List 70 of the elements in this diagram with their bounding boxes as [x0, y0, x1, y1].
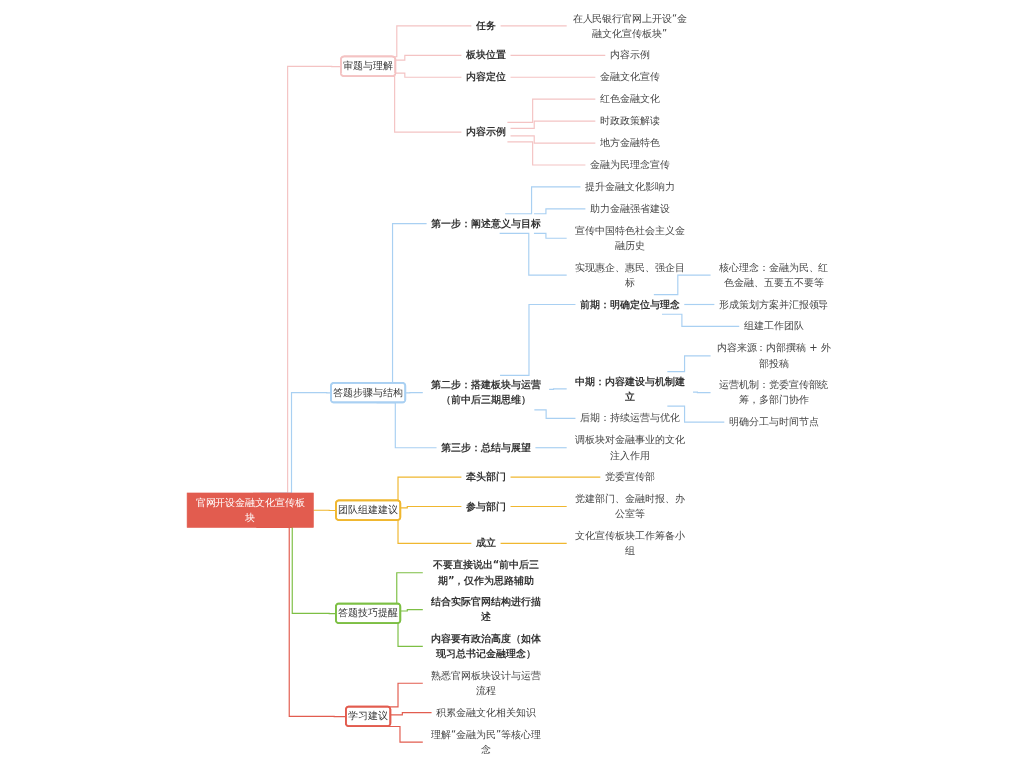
connector [653, 274, 712, 296]
node-text: 运营机制：党委宣传部统筹，多部门协作 [719, 378, 829, 406]
node-text: 中期：内容建设与机制建立 [575, 375, 685, 402]
connector [509, 54, 606, 56]
connector [509, 76, 596, 78]
node-text: 板块位置 [466, 49, 506, 61]
connector [548, 388, 568, 390]
node-text: 内容示例 [609, 49, 650, 61]
connector [666, 405, 725, 423]
connector [395, 54, 462, 61]
node-text: 第一步：阐述意义与目标 [431, 217, 541, 229]
node-text: 核心理念：金融为民、红色金融、五要五不要等 [719, 261, 829, 288]
connector [661, 313, 740, 327]
node-text: 积累金融文化相关知识 [436, 706, 536, 719]
connector [500, 25, 568, 27]
node-text: 金融为民理念宣传 [590, 158, 670, 171]
connector [400, 505, 462, 509]
node-text: 红色金融文化 [600, 92, 660, 105]
node-text: 宣传中国特色社会主义金融历史 [575, 224, 685, 252]
connector [533, 409, 577, 419]
node-text: 前期：明确定位与理念 [580, 298, 680, 310]
connector [390, 712, 433, 716]
connector [533, 232, 568, 239]
node-text: 牵头部门 [466, 470, 506, 483]
node-text: 内容要有政治高度（如体现习总书记金融理念） [431, 632, 541, 660]
node-text: 成立 [476, 537, 496, 549]
node-text: 组建工作团队 [743, 320, 804, 332]
node-text: 金融文化宣传 [600, 70, 660, 83]
node-text: 提升金融文化影响力 [585, 180, 675, 193]
node-text: 第三步：总结与展望 [441, 441, 531, 454]
node-text: 实现惠企、惠民、强企目标 [575, 261, 685, 288]
connector [395, 72, 462, 78]
connector [509, 505, 568, 508]
node-text: 在人民银行官网上开设“金融文化宣传板块” [572, 12, 688, 39]
connector [500, 542, 568, 544]
node-text: 内容定位 [466, 70, 506, 83]
node-text: 地方金融特色 [600, 136, 660, 149]
node-box: 官网开设金融文化宣传板块 [186, 492, 314, 528]
connector [666, 355, 712, 373]
node-text: 熟悉官网板块设计与运营流程 [431, 669, 541, 697]
node-text: 党委宣传部 [605, 470, 655, 483]
connector [506, 141, 586, 166]
node-text: 助力金融强省建设 [590, 202, 670, 215]
connector [509, 120, 596, 129]
node-text: 第二步：搭建板块与运营（前中后三期思维） [431, 378, 541, 406]
connector [692, 391, 712, 394]
node-text: 形成策划方案并汇报领导 [719, 298, 829, 310]
node-text: 调板块对金融事业的文化注入作用 [575, 433, 685, 461]
node-text: 不要直接说出“前中后三期”，仅作为思路辅助 [432, 558, 539, 586]
connector [400, 609, 424, 612]
connector [534, 447, 568, 449]
connector [499, 303, 577, 376]
connector [683, 303, 715, 306]
connector [509, 135, 596, 144]
node-text: 内容来源：内部撰稿 + 外部投稿 [716, 342, 831, 369]
node-text: 明确分工与时间节点 [729, 415, 819, 428]
node-text: 文化宣传板块工作筹备小组 [575, 529, 685, 557]
node-text: 结合实际官网结构进行描述 [431, 595, 541, 623]
node-text: 内容示例 [466, 125, 506, 138]
node-text: 参与部门 [466, 500, 506, 512]
node-text: 时政政策解读 [600, 114, 660, 127]
node-text: 后期：持续运营与优化 [580, 412, 680, 424]
node-text: 党建部门、金融时报、办公室等 [575, 492, 685, 520]
node-text: 理解“金融为民”等核心理念 [431, 728, 541, 755]
connector [506, 98, 596, 123]
connector [533, 208, 586, 215]
connector [504, 186, 581, 215]
connector [509, 476, 601, 478]
connector [499, 232, 568, 276]
node-text: 任务 [476, 19, 496, 32]
